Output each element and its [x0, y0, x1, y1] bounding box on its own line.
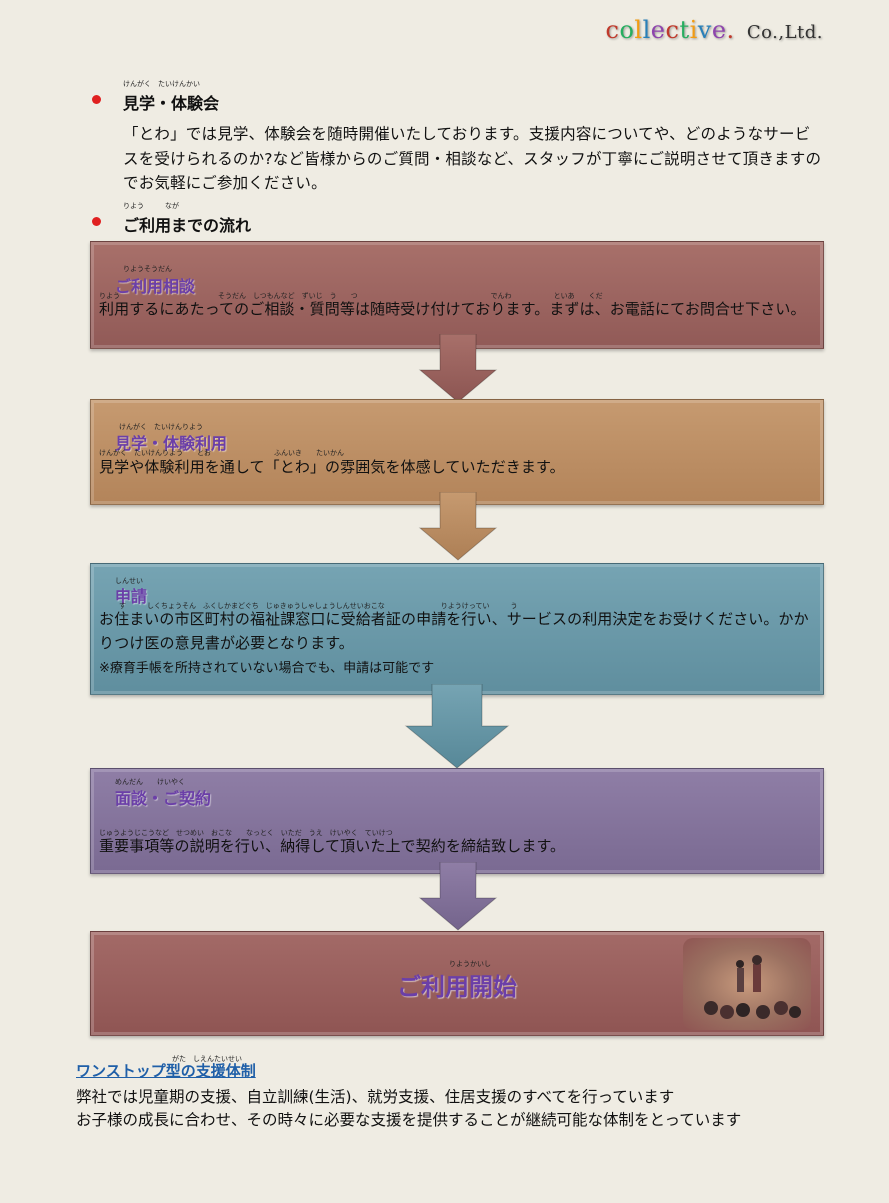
visit-section: けんがく たいけんかい 見学・体験会 「とわ」では見学、体験会を随時開催いたして… [92, 90, 822, 196]
step-title: 面談・ご契約 [115, 785, 211, 809]
company-logo: collective. Co.,Ltd. [606, 16, 824, 44]
step-application: しんせい 申請 す しくちょうそん ふくしかまどぐち じゅきゅうしゃしょうしんせ… [90, 563, 824, 695]
step-consultation: りようそうだん ご利用相談 りよう そうだん しつもんなど ずいじ う つ でん… [90, 241, 824, 349]
down-arrow-icon [418, 492, 498, 562]
bullet-icon [92, 95, 101, 104]
step-body: お住まいの市区町村の福祉課窓口に受給者証の申請を行い、サービスの利用決定をお受け… [99, 607, 813, 655]
step-trial: けんがく たいけんりよう 見学・体験利用 けんがく たいけんりよう とお ふんい… [90, 399, 824, 505]
bullet-icon [92, 217, 101, 226]
step-start-use: りようかいし ご利用開始 [90, 931, 824, 1036]
step-body: 重要事項等の説明を行い、納得して頂いた上で契約を締結致します。 [99, 834, 813, 858]
step-contract: めんだん けいやく 面談・ご契約 じゅうようじこうなど せつめい おこな なっと… [90, 768, 824, 874]
start-title: ご利用開始 [397, 967, 517, 1002]
flow-heading: りよう なが ご利用までの流れ [92, 212, 822, 236]
visit-heading-ruby: けんがく たいけんかい [123, 79, 200, 89]
visit-paragraph: 「とわ」では見学、体験会を随時開催いたしております。支援内容についてや、どのよう… [123, 122, 822, 196]
flow-heading-ruby: りよう なが [123, 201, 179, 211]
company-suffix: Co.,Ltd. [747, 22, 823, 43]
visit-heading: けんがく たいけんかい 見学・体験会 [92, 90, 822, 114]
flow-section: りよう なが ご利用までの流れ [92, 212, 822, 236]
down-arrow-icon [418, 862, 498, 932]
down-arrow-icon [404, 684, 510, 770]
step-body: 見学や体験利用を通して「とわ」の雰囲気を体感していただきます。 [99, 455, 813, 479]
step-note: ※療育手帳を所持されていない場合でも、申請は可能です [99, 657, 434, 676]
onestop-line-1: 弊社では児童期の支援、自立訓練(生活)、就労支援、住居支援のすべてを行っています [76, 1085, 674, 1107]
step-body: 利用するにあたってのご相談・質問等は随時受け付けております。まずは、お電話にてお… [99, 297, 813, 321]
activity-photo [683, 938, 811, 1030]
down-arrow-icon [418, 334, 498, 404]
onestop-line-2: お子様の成長に合わせ、その時々に必要な支援を提供することが継続可能な体制をとって… [76, 1108, 741, 1130]
onestop-heading-link[interactable]: ワンストップ型の支援体制 [76, 1060, 256, 1081]
